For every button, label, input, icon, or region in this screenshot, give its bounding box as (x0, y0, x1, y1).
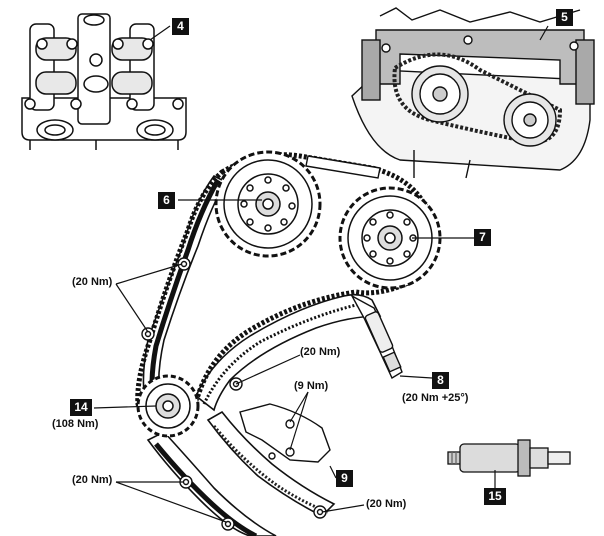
callout-4: 4 (172, 18, 189, 35)
torque-tensioner-bolts: (9 Nm) (294, 380, 329, 392)
lower-left-rail (146, 431, 277, 536)
camshaft-bearing-cap-illustration (21, 13, 187, 150)
torque-tensioner-rail: (20 Nm) (300, 346, 341, 358)
torque-crank-sprocket: (108 Nm) (52, 418, 99, 430)
crankshaft-sprocket (136, 374, 200, 438)
callout-5: 5 (556, 9, 573, 26)
lower-right-rail (206, 410, 336, 517)
callout-14: 14 (70, 399, 92, 416)
tensioner-bracket (239, 403, 331, 463)
camshaft-locking-tool-illustration (351, 7, 595, 179)
callout-9: 9 (336, 470, 353, 487)
camshaft-alignment-tool (447, 439, 571, 477)
leader-lines (93, 25, 549, 523)
callout-7: 7 (474, 229, 491, 246)
torque-guide-upper: (20 Nm) (72, 276, 113, 288)
intake-camshaft-sprocket (214, 150, 322, 258)
upper-chain-guide (305, 155, 381, 179)
callout-15: 15 (484, 488, 506, 505)
callout-8: 8 (432, 372, 449, 389)
torque-guide-lower: (20 Nm) (72, 474, 113, 486)
torque-camshaft-bolt: (20 Nm +25°) (402, 392, 469, 404)
callout-6: 6 (158, 192, 175, 209)
guide-bolts (141, 257, 327, 531)
torque-rail-lower: (20 Nm) (366, 498, 407, 510)
timing-chain (135, 152, 437, 429)
exhaust-camshaft-sprocket (338, 186, 442, 290)
chain-tensioner (350, 294, 403, 380)
